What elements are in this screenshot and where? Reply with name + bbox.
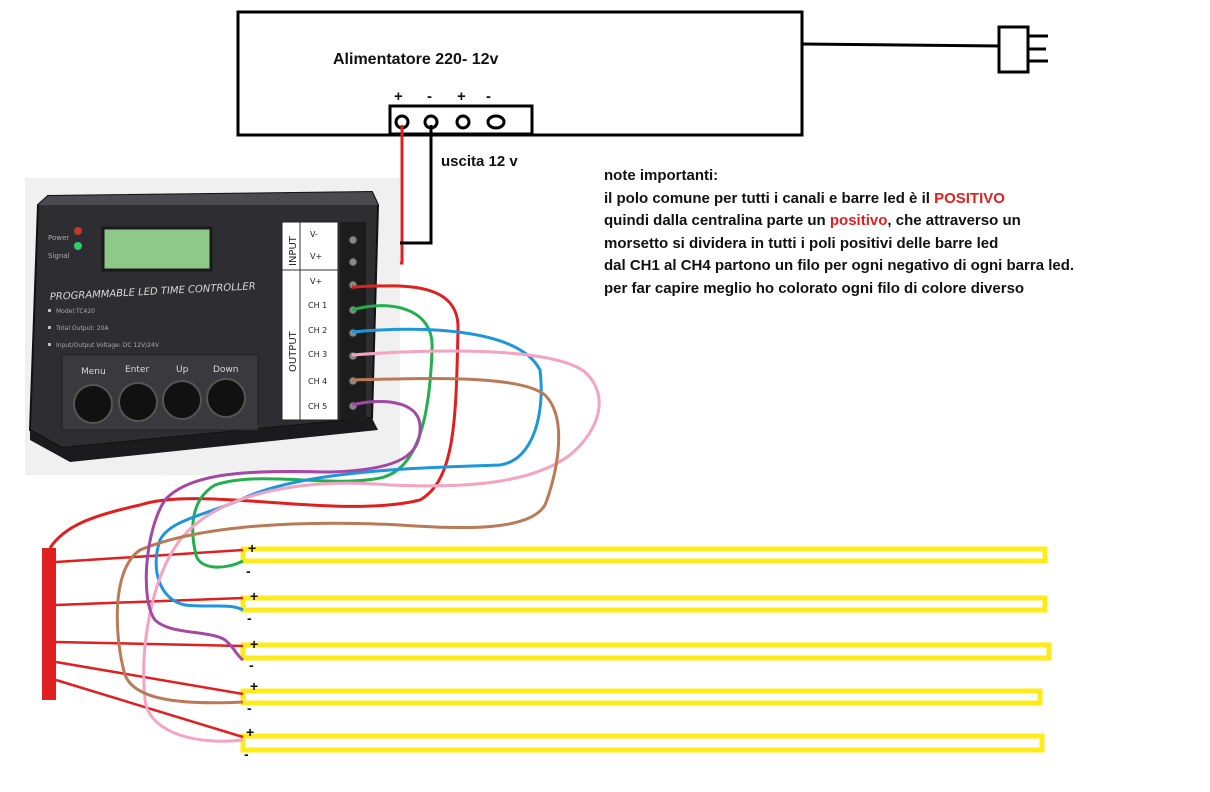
input-terminal-vplus: V+ — [310, 252, 322, 261]
notes-line-1: il polo comune per tutti i canali e barr… — [604, 188, 1164, 211]
terminal-sign-2: - — [427, 88, 432, 105]
power-led-icon — [74, 227, 82, 235]
screw-terminal-strip — [340, 222, 366, 420]
signal-led-icon — [74, 242, 82, 250]
output-terminal-ch4: CH 4 — [308, 377, 327, 386]
notes-line-2: quindi dalla centralina parte un positiv… — [604, 210, 1164, 233]
controller-positive-wire — [48, 284, 460, 549]
indicator-power-label: Power — [48, 234, 69, 242]
positive-distribution-bar — [42, 548, 56, 700]
led-bar-5 — [240, 733, 1045, 753]
output-terminal-vplus: V+ — [310, 277, 322, 286]
terminal-plus-2 — [455, 114, 471, 130]
ch3-pink-wire — [142, 349, 601, 743]
terminal-sign-4: - — [486, 88, 491, 105]
notes-heading: note importanti: — [604, 167, 719, 184]
notes-positivo-inline-highlight: positivo — [829, 212, 888, 229]
led-bar-3-minus: - — [249, 657, 254, 673]
notes-line-2-tail: , che attraverso un — [887, 212, 1021, 229]
led-bar-1-plus: + — [248, 540, 256, 556]
led-bar-4-plus: + — [250, 678, 258, 694]
output-terminal-ch3: CH 3 — [308, 350, 327, 359]
output-terminal-ch2: CH 2 — [308, 326, 327, 335]
up-button[interactable] — [162, 380, 202, 420]
led-bar-1-minus: - — [246, 563, 251, 579]
ch4-brown-wire — [115, 377, 561, 705]
terminal-sign-3: + — [457, 88, 466, 105]
input-terminal-vminus: V- — [310, 230, 318, 239]
spec-bullet — [48, 343, 51, 346]
led-bar-3-plus: + — [250, 636, 258, 652]
led-bar-4-minus: - — [247, 700, 252, 716]
up-button-label: Up — [176, 365, 189, 375]
ch5-purple-wire — [144, 400, 422, 662]
spec-bullet — [48, 326, 51, 329]
output-voltage-label: uscita 12 v — [441, 153, 518, 170]
notes-positivo-highlight: POSITIVO — [934, 189, 1005, 207]
notes-line-1-text: il polo comune per tutti i canali e barr… — [604, 189, 935, 207]
positive-branch-wires — [55, 548, 244, 739]
led-bar-2-minus: - — [247, 610, 252, 626]
spec-bullet — [48, 309, 51, 312]
terminal-minus-2 — [486, 114, 506, 130]
notes-line-2-text: quindi dalla centralina parte un — [604, 212, 830, 229]
power-supply-title: Alimentatore 220- 12v — [333, 51, 499, 68]
down-button-label: Down — [213, 365, 239, 375]
output-section-label: OUTPUT — [288, 330, 299, 372]
indicator-signal-label: Signal — [48, 252, 70, 260]
terminal-sign-1: + — [394, 88, 403, 105]
enter-button-label: Enter — [125, 365, 149, 375]
led-bar-2 — [240, 595, 1048, 613]
led-bar-2-plus: + — [250, 588, 258, 604]
led-bar-5-plus: + — [246, 724, 254, 740]
output-terminal-ch5: CH 5 — [308, 402, 327, 411]
lcd-screen — [101, 226, 213, 272]
led-controller: Power Signal PROGRAMMABLE LED TIME CONTR… — [25, 178, 400, 475]
enter-button[interactable] — [118, 382, 158, 422]
led-bars — [240, 546, 1052, 753]
notes-line-5: per far capire meglio ho colorato ogni f… — [604, 279, 1025, 297]
terminal-label-panel — [281, 221, 339, 421]
spec-model: Model:TC420 — [56, 308, 95, 315]
spec-voltage: Input/Output Voltage: DC 12V/24V — [56, 342, 160, 349]
input-section-label: INPUT — [288, 235, 299, 266]
down-button[interactable] — [206, 378, 246, 418]
led-bar-3 — [240, 642, 1052, 661]
spec-output: Total Output: 20A — [55, 325, 109, 332]
power-cord — [801, 42, 1001, 48]
led-bar-4 — [240, 688, 1043, 706]
menu-button[interactable] — [73, 384, 113, 424]
ch1-green-wire — [191, 304, 434, 569]
menu-button-label: Menu — [81, 367, 106, 377]
output-terminal-ch1: CH 1 — [308, 301, 327, 310]
led-bar-5-minus: - — [244, 746, 249, 762]
notes-line-3: morsetto si dividera in tutti i poli pos… — [604, 234, 999, 252]
notes-block: note importanti: il polo comune per tutt… — [604, 165, 1164, 300]
plug-icon — [997, 25, 1030, 74]
led-bar-1 — [240, 546, 1048, 564]
notes-line-4: dal CH1 al CH4 partono un filo per ogni … — [604, 257, 1075, 274]
